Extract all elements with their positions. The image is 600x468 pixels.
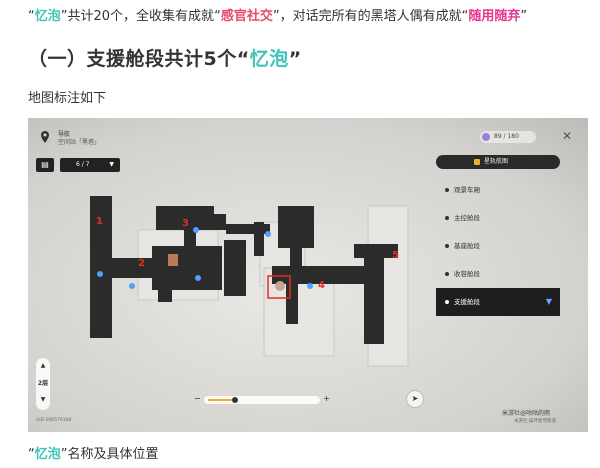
layer-switcher: ▲ 2层 ▼ [36, 358, 50, 410]
achievement-1: 感官社交 [220, 9, 273, 24]
close-icon[interactable]: ✕ [562, 129, 573, 143]
area-item-label: 主控舱段 [454, 214, 480, 222]
location-pin-icon [41, 131, 49, 143]
zoom-slider-fill [208, 399, 235, 401]
chevron-down-icon: ▼ [545, 297, 552, 306]
intro-quote2-close: ” [272, 9, 280, 24]
zoom-out-button[interactable]: − [194, 394, 201, 403]
layer-up-button[interactable]: ▲ [40, 362, 46, 369]
names-caption: “忆泡”名称及具体位置 [28, 443, 159, 462]
zoom-in-button[interactable]: + [323, 394, 330, 403]
layer-down-button[interactable]: ▼ [40, 396, 46, 403]
area-item-label: 观景车厢 [454, 186, 480, 194]
map-caption: 地图标注如下 [28, 91, 107, 106]
intro-paragraph: “忆泡”共计20个，全收集有成就“感官社交”，对话完所有的黑塔人偶有成就“随用随… [28, 8, 527, 26]
map-badge-icon [474, 159, 480, 165]
heading-item-name: 忆泡 [249, 48, 289, 70]
panel-title-label: 星轨航图 [484, 158, 509, 165]
marker-5: 5 [392, 250, 399, 261]
intro-quote-close: ” [60, 9, 68, 24]
area-item-storage-zone[interactable]: 收容舱段 [436, 260, 560, 288]
area-item-supply-zone[interactable]: 支援舱段 ▼ [436, 288, 560, 316]
highlight-box [267, 275, 291, 299]
pin-icon [265, 231, 271, 237]
floor-selector[interactable]: 6 / 7 ▼ [60, 158, 120, 172]
area-item-label: 支援舱段 [454, 298, 480, 306]
uid-text: UID 106579168 [36, 418, 72, 423]
zoom-slider-handle[interactable] [232, 397, 238, 403]
intro-quote3-open: “ [461, 9, 469, 24]
heading-prefix: （一）支援舱段共计5个“ [28, 48, 250, 70]
floor-value: 6 / 7 [76, 161, 90, 168]
watermark-text: 米游社@咕咕的雨 [502, 410, 551, 417]
nav-label: 导航 [58, 131, 71, 138]
map-floorplan: 1 2 3 4 5 [90, 196, 409, 367]
locate-player-button[interactable]: ➤ [406, 390, 424, 408]
achievement-2: 随用随弃 [468, 9, 521, 24]
heading-suffix: ” [288, 48, 302, 70]
names-item-name: 忆泡 [34, 447, 61, 462]
area-item-label: 基座舱段 [454, 242, 480, 250]
chevron-down-icon: ▼ [109, 161, 114, 168]
names-rest: ”名称及具体位置 [60, 447, 159, 462]
floor-list-button[interactable]: ▤ [36, 158, 54, 172]
zoom-slider[interactable]: − + [194, 394, 330, 404]
map-markers [267, 275, 291, 299]
marker-3: 3 [182, 218, 189, 229]
intro-text-b: ，对话完所有的黑塔人偶有成就 [279, 9, 462, 24]
area-item-base-zone[interactable]: 基座舱段 [436, 232, 560, 260]
area-item-master-control[interactable]: 主控舱段 [436, 204, 560, 232]
watermark-subtext: 米游社·崩坏星穹铁道 [514, 419, 556, 424]
doll-icon [168, 254, 178, 266]
pin-icon [307, 283, 313, 289]
game-map-screenshot: 1 2 3 4 5 导航 空间站「黑塔」 89 / 180 ✕ ▤ 6 / 7 ▼… [28, 118, 588, 432]
gem-icon [482, 133, 490, 141]
section-heading: （一）支援舱段共计5个“忆泡” [28, 44, 302, 71]
player-avatar-icon [275, 281, 285, 291]
collection-counter: 89 / 180 [480, 131, 536, 143]
pin-icon [193, 227, 199, 233]
area-item-label: 收容舱段 [454, 270, 480, 278]
star-rail-map-button[interactable]: 星轨航图 [436, 155, 560, 169]
marker-2: 2 [138, 258, 145, 269]
nav-location: 空间站「黑塔」 [58, 139, 101, 146]
intro-quote2-open: “ [214, 9, 221, 24]
pin-icon [97, 271, 103, 277]
intro-text-a: 共计20个，全收集有成就 [67, 9, 215, 24]
names-quote-open: “ [28, 447, 35, 462]
layer-level: 2层 [37, 380, 49, 387]
intro-quote3-close: ” [520, 9, 528, 24]
area-item-observation-car[interactable]: 观景车厢 [436, 176, 560, 204]
intro-item-name: 忆泡 [34, 9, 61, 24]
collection-count: 89 / 180 [494, 133, 519, 140]
marker-4: 4 [318, 280, 325, 291]
marker-1: 1 [96, 216, 103, 227]
intro-quote-open: “ [28, 9, 35, 24]
area-menu: 观景车厢 主控舱段 基座舱段 收容舱段 支援舱段 ▼ [436, 176, 560, 316]
pin-icon [129, 283, 135, 289]
pin-icon [195, 275, 201, 281]
